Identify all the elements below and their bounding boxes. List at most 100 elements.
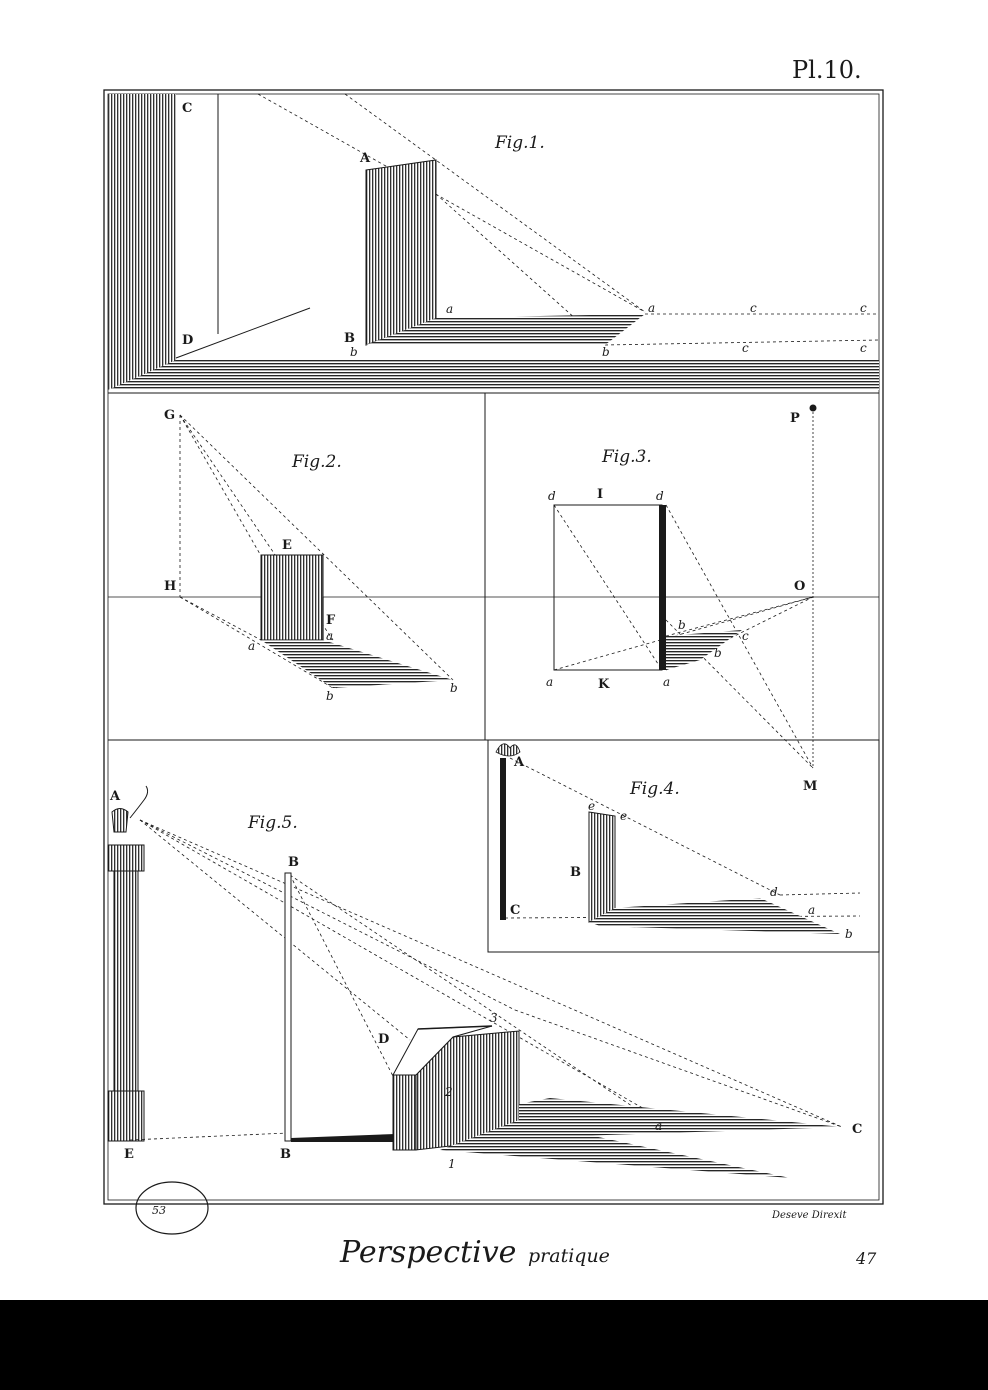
- fig3-ray-a-O: [553, 596, 814, 671]
- plate-number: Pl.10.: [792, 56, 862, 84]
- fig3-label-d-right: d: [656, 489, 664, 503]
- fig2-label-F: F: [326, 613, 336, 628]
- fig4-box: [487, 739, 880, 953]
- stock-banner-bar: [0, 1300, 988, 1390]
- fig1-line-b: [604, 339, 880, 346]
- fig3-label-M: M: [803, 779, 817, 794]
- fig1-label-B: B: [344, 331, 355, 346]
- fig2-ground-2: [179, 596, 262, 641]
- fig4-ray-3: [504, 915, 861, 919]
- fig3-label-K: K: [598, 677, 610, 692]
- fig1-label-b-outer: b: [602, 345, 610, 359]
- fig4-title: Fig.4.: [629, 779, 680, 799]
- fig5-ray-6: [289, 874, 661, 1126]
- fig2-shadow: [261, 640, 453, 688]
- fig4-label-C: C: [510, 903, 520, 918]
- fig1-panel: [365, 159, 437, 346]
- fig4-ray-1: [509, 757, 781, 896]
- fig3-diagonal-1: [553, 504, 663, 671]
- fig4-panel: [588, 811, 616, 923]
- fig5-ray-3: [139, 819, 516, 1011]
- fig5-ray-4: [139, 819, 411, 1041]
- fig5-label-a: a: [655, 1119, 662, 1133]
- fig1-label-c-1: c: [750, 301, 757, 315]
- fig5-house-shadow: [519, 1098, 842, 1138]
- fig3-label-a-left: a: [546, 675, 553, 689]
- fig3-ray-d-M: [665, 504, 814, 769]
- fig1-label-c-3: c: [742, 341, 749, 355]
- fig5-ray-2: [139, 819, 661, 1119]
- fig3-ray-b-O: [665, 596, 814, 637]
- fig3-label-O: O: [794, 579, 805, 594]
- fig5-label-2: 2: [444, 1085, 453, 1099]
- fig5-house-shadow-tail: [440, 1120, 790, 1178]
- fig4-label-B: B: [570, 865, 581, 880]
- engraving-plate: Pl.10. Fig.1. C D A B b a a b c c c c: [103, 56, 884, 1270]
- fig2-label-E: E: [282, 538, 292, 553]
- fig5-ridge: [417, 1025, 493, 1030]
- fig2-label-G: G: [164, 408, 175, 423]
- library-stamp: [135, 1181, 209, 1235]
- fig1-label-a-outer: a: [648, 301, 655, 315]
- fig5-label-E: E: [124, 1147, 134, 1162]
- fig1-label-c-2: c: [860, 301, 867, 315]
- fig1-wall-diagonal: [175, 307, 311, 359]
- fig2-panel: [260, 554, 324, 641]
- fig5-pillar-base: [107, 1090, 145, 1142]
- page-number: 47: [855, 1249, 877, 1268]
- fig5-label-B-bottom: B: [280, 1147, 291, 1162]
- figure-3: Fig.3. P O M I K d d a a b b c: [546, 404, 817, 794]
- fig3-label-b-1: b: [678, 618, 686, 632]
- fig5-label-1: 1: [448, 1157, 456, 1171]
- fig5-label-3: 3: [490, 1011, 498, 1025]
- fig3-label-c: c: [742, 629, 749, 643]
- plate-title-sub: pratique: [528, 1245, 610, 1267]
- fig3-label-P: P: [790, 411, 800, 426]
- fig4-label-A: A: [513, 755, 525, 770]
- fig4-label-e-right: e: [620, 809, 627, 823]
- fig5-ray-5: [289, 874, 396, 1081]
- fig5-label-D: D: [378, 1032, 389, 1047]
- fig2-label-H: H: [164, 579, 176, 594]
- fig1-ray-1: [257, 93, 646, 313]
- fig1-title: Fig.1.: [494, 133, 545, 153]
- fig1-shadow: [366, 314, 645, 345]
- fig2-label-a-right: a: [326, 629, 333, 643]
- fig3-ray-to-M: [665, 619, 814, 769]
- fig4-label-a: a: [808, 903, 815, 917]
- fig5-label-B-top: B: [288, 855, 299, 870]
- fig1-label-a-inner: a: [446, 302, 453, 316]
- engraver-credit: Deseve Direxit: [771, 1210, 847, 1221]
- fig1-label-C: C: [182, 101, 192, 116]
- fig3-label-b-2: b: [714, 646, 722, 660]
- figure-4: Fig.4. A B C e e d a b: [495, 743, 861, 941]
- fig5-pillar-cap: [107, 844, 145, 872]
- fig5-pillar: [113, 870, 139, 1092]
- fig5-house-front: [392, 1074, 417, 1151]
- fig2-label-b-right: b: [450, 681, 458, 695]
- fig1-dark-wall: [108, 94, 176, 390]
- fig5-label-A: A: [109, 789, 121, 804]
- fig5-roof: [392, 1025, 493, 1076]
- fig1-label-A: A: [359, 151, 371, 166]
- fig5-lamp: [111, 808, 129, 833]
- fig3-label-a-right: a: [663, 675, 670, 689]
- figure-2: Fig.2. G H E F a a b b: [164, 408, 458, 703]
- outer-frame: [103, 89, 884, 1205]
- fig1-ray-2: [344, 93, 646, 313]
- fig1-label-D: D: [182, 333, 193, 348]
- fig5-pole: [284, 872, 292, 1142]
- library-stamp-number: 53: [152, 1204, 166, 1217]
- figure-5: Fig.5. A B B E D C a 1 2 3: [107, 785, 862, 1178]
- fig3-shadow: [666, 630, 742, 670]
- fig5-title: Fig.5.: [247, 813, 298, 833]
- fig3-panel-edge: [659, 505, 666, 670]
- fig1-floor: [108, 360, 879, 390]
- fig3-title: Fig.3.: [601, 447, 652, 467]
- fig4-label-b: b: [845, 927, 853, 941]
- fig4-flame: [495, 743, 521, 757]
- fig5-ground-2: [514, 1009, 843, 1128]
- figure-1: Fig.1. C D A B b a a b c c c c: [108, 93, 880, 390]
- inner-frame: [107, 93, 880, 1201]
- fig4-label-e-left: e: [588, 799, 595, 813]
